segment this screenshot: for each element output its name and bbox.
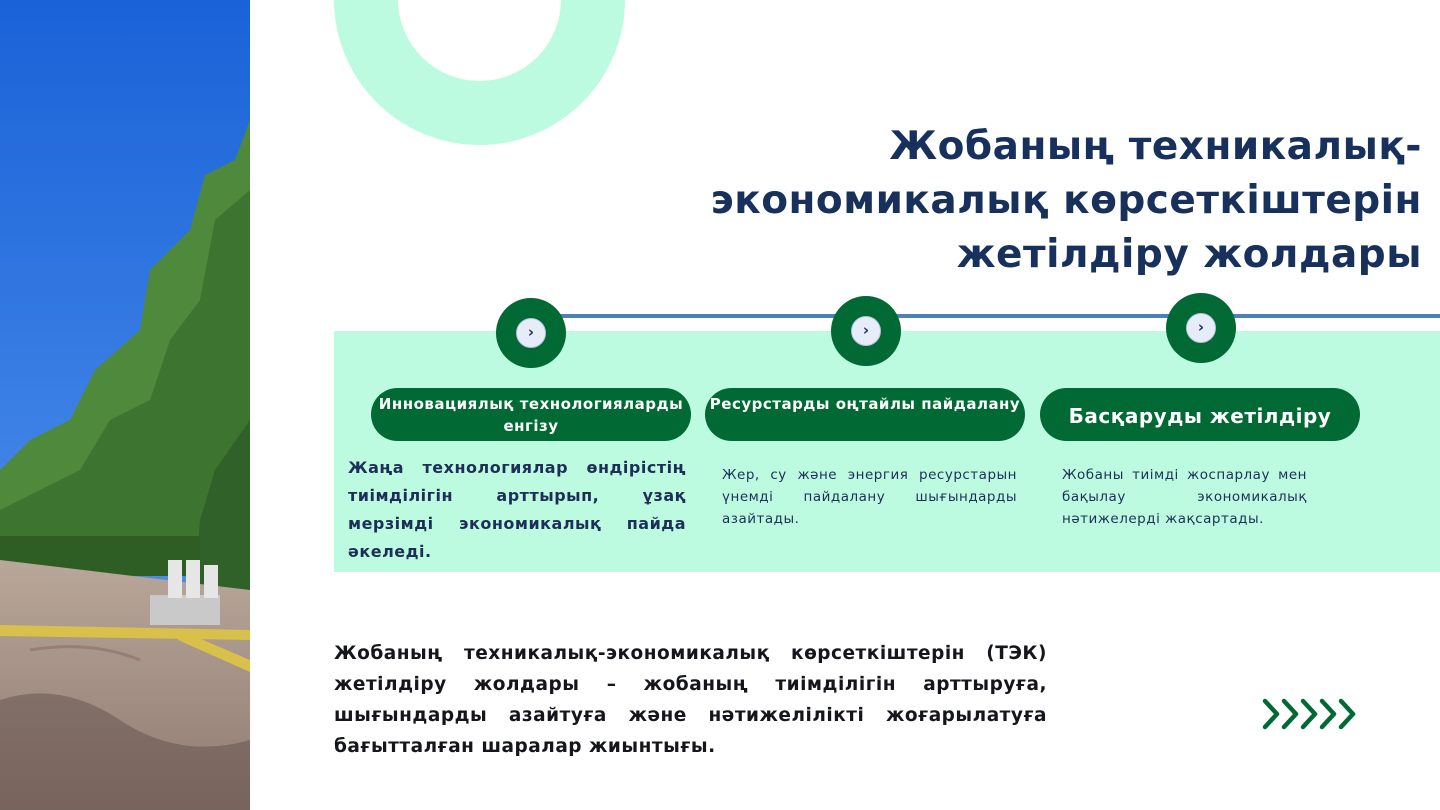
step-description-3: Жобаны тиімді жоспарлау мен бақылау экон… [1062,467,1307,527]
timeline-line [531,314,1440,318]
step-node-3: › [1166,293,1236,363]
step-node-1: › [496,298,566,368]
chevron-right-icon[interactable]: › [851,316,881,346]
step-description-2: Жер, су және энергия ресурстарын үнемді … [722,467,1017,527]
step-label-2: Ресурстарды оңтайлы пайдалану [705,388,1025,441]
summary-text: Жобаның техникалық-экономикалық көрсеткі… [334,643,1047,757]
step-node-2: › [831,296,901,366]
chevron-right-icon[interactable]: › [1186,313,1216,343]
step-description-1: Жаңа технологиялар өндірістің тиімділігі… [348,458,686,561]
mint-ring [334,0,625,145]
chevron-right-icon[interactable]: › [516,318,546,348]
chevron-row-icon [1262,698,1362,730]
park-alley-photo [0,0,250,810]
steps-band [334,331,1440,572]
step-label-3: Басқаруды жетілдіру [1040,388,1360,441]
step-label-1: Инновациялық технологияларды енгізу [371,388,691,441]
page-title: Жобаның техникалық-экономикалық көрсеткі… [710,124,1422,277]
